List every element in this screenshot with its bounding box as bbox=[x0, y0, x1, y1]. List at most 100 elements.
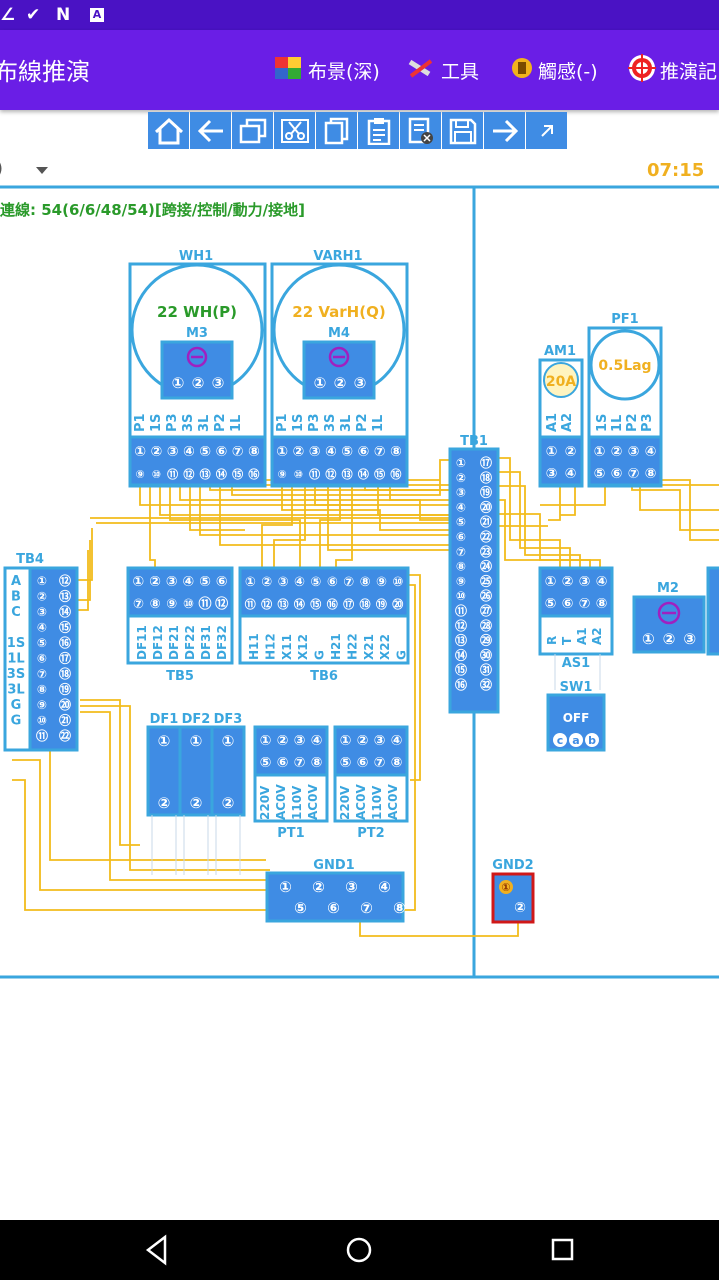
gnd1-ground-bar bbox=[265, 871, 405, 923]
copy-icon bbox=[324, 117, 348, 144]
terminal-pin: ⑰ bbox=[59, 651, 71, 666]
menu-layout[interactable]: 布景(深) bbox=[274, 55, 380, 85]
wire bbox=[319, 472, 341, 578]
terminal-pin: ⑥ bbox=[37, 652, 47, 666]
terminal-pin: ⑦ bbox=[360, 899, 373, 917]
terminal-pin: ① bbox=[279, 878, 292, 896]
terminal-pin: ⑤ bbox=[294, 899, 307, 917]
terminal-pin: ① bbox=[594, 444, 606, 460]
terminal-pin: ⑦ bbox=[579, 596, 591, 612]
terminal-pin: ⑦ bbox=[232, 444, 244, 460]
a-app-icon: A bbox=[90, 8, 104, 22]
terminal-pin: ⑥ bbox=[216, 574, 228, 590]
info-bar bbox=[0, 150, 719, 188]
menu-simulate[interactable]: 推演記 bbox=[628, 53, 717, 85]
terminal-label: P2 bbox=[355, 413, 370, 432]
save-button[interactable] bbox=[442, 112, 483, 149]
terminal-label: 3S bbox=[323, 414, 338, 432]
terminal-pin: ③ bbox=[683, 630, 696, 648]
terminal-pin: ⑧ bbox=[596, 596, 608, 612]
fuse-label: DF3 bbox=[214, 712, 243, 727]
terminal-pin bbox=[553, 733, 567, 747]
recents-nav-icon[interactable] bbox=[550, 1234, 576, 1266]
home-nav-icon[interactable] bbox=[345, 1234, 373, 1266]
wire bbox=[488, 457, 561, 578]
terminal-pin: ① bbox=[456, 456, 466, 470]
terminal-pin: ⑥ bbox=[215, 444, 227, 460]
terminal-pin: ① bbox=[172, 374, 185, 392]
terminal-pin: ⑯ bbox=[248, 467, 259, 481]
terminal-label: 110V bbox=[290, 785, 304, 820]
delete-button[interactable] bbox=[400, 112, 441, 149]
copy-button[interactable] bbox=[316, 112, 357, 149]
terminal-label: A2 bbox=[590, 627, 604, 645]
terminal-pin: ⑨ bbox=[135, 468, 144, 481]
terminal-pin: ⑤ bbox=[594, 466, 606, 482]
terminal-pin: ② bbox=[149, 574, 161, 590]
terminal-pin: ⑭ bbox=[59, 604, 71, 619]
cut-button[interactable] bbox=[274, 112, 315, 149]
terminal-pin: ⑬ bbox=[200, 467, 211, 481]
scenario-dropdown[interactable]: ) bbox=[0, 158, 3, 179]
terminal-label: AC0V bbox=[306, 784, 320, 820]
terminal-pin: ⑯ bbox=[327, 597, 338, 611]
terminal-label: 1S bbox=[149, 414, 164, 432]
terminal-pin: ⑪ bbox=[36, 728, 48, 743]
dropdown-arrow-icon[interactable] bbox=[36, 167, 48, 174]
terminal-pin: ② bbox=[357, 733, 369, 749]
menu-tools[interactable]: 工具 bbox=[407, 55, 479, 85]
terminal-pin: ⑨ bbox=[166, 597, 177, 612]
terminal-pin: ⑱ bbox=[59, 666, 71, 681]
paste-button[interactable] bbox=[358, 112, 399, 149]
terminal-pin: ⑧ bbox=[391, 755, 403, 771]
terminal-label: DF32 bbox=[215, 625, 229, 660]
terminal-pin: ② bbox=[565, 444, 577, 460]
terminal-pin: ④ bbox=[182, 574, 194, 590]
terminal-pin: ⑧ bbox=[311, 755, 323, 771]
wire bbox=[395, 584, 416, 911]
wire bbox=[654, 472, 719, 486]
terminal-pin: ③ bbox=[294, 733, 306, 749]
back-nav-icon[interactable] bbox=[144, 1234, 170, 1266]
terminal-pin: ⑯ bbox=[390, 467, 401, 481]
terminal-label: X11 bbox=[280, 634, 294, 660]
terminal-pin: ⑭ bbox=[455, 647, 467, 662]
terminal-label: A1 bbox=[575, 627, 589, 645]
sw1-term: a bbox=[572, 734, 579, 747]
wire bbox=[80, 711, 300, 881]
pf1-terminal-block bbox=[587, 435, 663, 487]
terminal-pin: ⑧ bbox=[248, 444, 260, 460]
terminal-pin: ⑬ bbox=[342, 467, 353, 481]
terminal-pin: ④ bbox=[456, 500, 466, 514]
varh1-sub-label: M4 bbox=[328, 326, 350, 341]
terminal-pin: ⑫ bbox=[325, 467, 336, 481]
sw1-label: SW1 bbox=[560, 680, 593, 695]
gnd1-label: GND1 bbox=[313, 858, 354, 873]
home-button[interactable] bbox=[148, 112, 189, 149]
window-button[interactable] bbox=[232, 112, 273, 149]
terminal-pin: ② bbox=[562, 574, 574, 590]
terminal-label: 1L bbox=[371, 415, 386, 432]
pt1-label: PT1 bbox=[277, 826, 304, 841]
terminal-pin: ㉒ bbox=[59, 728, 71, 743]
varh1-label: VARH1 bbox=[313, 249, 362, 264]
connection-stats: 連線: 54(6/6/48/54)[跨接/控制/動力/接地] bbox=[0, 201, 306, 219]
terminal-label: G bbox=[395, 650, 409, 660]
gnd2-label: GND2 bbox=[492, 858, 533, 873]
terminal-pin: ⑪ bbox=[455, 603, 467, 618]
expand-button[interactable] bbox=[526, 112, 567, 149]
forward-button[interactable] bbox=[484, 112, 525, 149]
wire bbox=[359, 912, 519, 937]
terminal-pin: ② bbox=[150, 444, 162, 460]
terminal-pin: ⑩ bbox=[392, 575, 403, 590]
wh1-reading: 22 WH(P) bbox=[157, 303, 237, 321]
back-button[interactable] bbox=[190, 112, 231, 149]
terminal-label: H21 bbox=[329, 633, 343, 660]
terminal-pin: ② bbox=[261, 575, 272, 590]
terminal-pin: ㉗ bbox=[480, 603, 492, 618]
m2-motor bbox=[632, 595, 706, 654]
menu-haptic[interactable]: 觸感(-) bbox=[510, 55, 598, 85]
terminal-pin: ⑥ bbox=[611, 466, 623, 482]
terminal-pin: ② bbox=[514, 900, 526, 916]
